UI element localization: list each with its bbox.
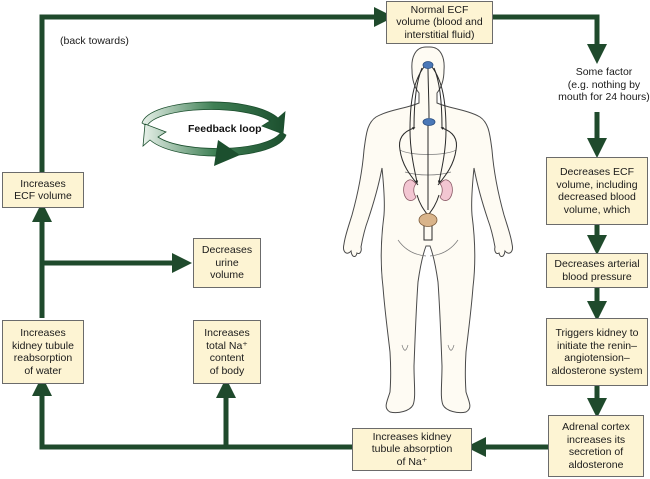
back-towards-note: (back towards): [60, 35, 129, 47]
decreases-arterial-box: Decreases arterial blood pressure: [546, 253, 648, 288]
increases-total-na-box: Increases total Na⁺ content of body: [193, 320, 261, 384]
connector-arrows: [32, 7, 607, 457]
increases-na-absorption-box: Increases kidney tubule absorption of Na…: [352, 428, 472, 471]
decreases-ecf-label: Decreases ECF volume, including decrease…: [556, 166, 638, 216]
normal-ecf-label: Normal ECF volume (blood and interstitia…: [396, 3, 483, 41]
increases-total-na-label: Increases total Na⁺ content of body: [204, 327, 250, 377]
increases-water-reabsorption-box: Increases kidney tubule reabsorption of …: [2, 320, 84, 384]
decreases-urine-box: Decreases urine volume: [193, 238, 261, 288]
triggers-kidney-label: Triggers kidney to initiate the renin– a…: [551, 327, 643, 377]
increases-ecf-label: Increases ECF volume: [14, 177, 72, 203]
left-kidney: [403, 179, 417, 201]
increases-na-absorption-label: Increases kidney tubule absorption of Na…: [371, 430, 453, 468]
internal-pathways: [399, 66, 457, 241]
some-factor-note: Some factor (e.g. nothing by mouth for 2…: [558, 66, 650, 103]
right-kidney: [439, 179, 453, 201]
increases-water-reabsorption-label: Increases kidney tubule reabsorption of …: [12, 327, 74, 377]
decreases-arterial-label: Decreases arterial blood pressure: [554, 258, 640, 283]
normal-ecf-box: Normal ECF volume (blood and interstitia…: [386, 1, 493, 44]
bladder: [418, 213, 438, 227]
arrow-to-some-factor: [493, 14, 607, 64]
increases-ecf-box: Increases ECF volume: [2, 172, 84, 208]
human-body-illustration: [343, 46, 513, 414]
heart-marker: [422, 118, 436, 126]
decreases-ecf-box: Decreases ECF volume, including decrease…: [546, 157, 648, 225]
arrow-to-normal-ecf: [39, 7, 394, 172]
arrow-to-water-reabsorption: [32, 376, 352, 450]
feedback-loop-label: Feedback loop: [188, 123, 262, 135]
pituitary-marker: [422, 61, 434, 69]
feedback-loop-icon: [141, 101, 287, 166]
triggers-kidney-box: Triggers kidney to initiate the renin– a…: [546, 318, 648, 386]
adrenal-cortex-label: Adrenal cortex increases its secretion o…: [562, 421, 630, 471]
decreases-urine-label: Decreases urine volume: [201, 244, 253, 282]
adrenal-cortex-box: Adrenal cortex increases its secretion o…: [548, 415, 644, 477]
